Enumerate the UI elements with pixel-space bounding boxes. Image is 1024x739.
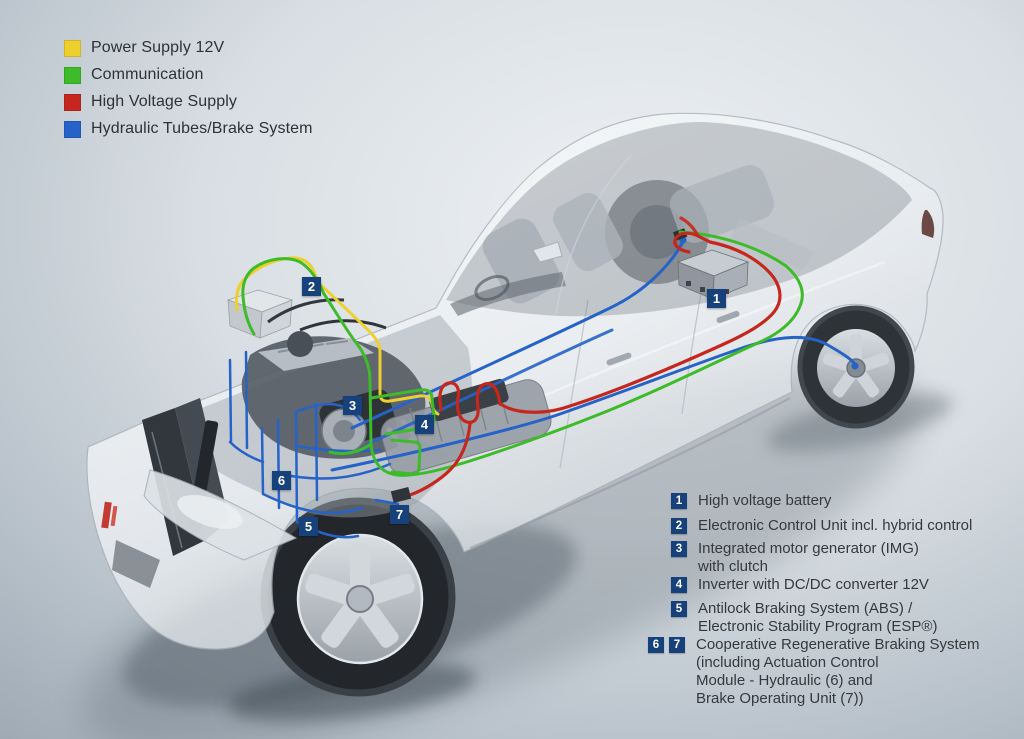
legend-item: Power Supply 12V bbox=[64, 37, 313, 59]
parcel-shelf bbox=[730, 218, 814, 270]
communication-lines bbox=[241, 230, 804, 477]
legend-item: Hydraulic Tubes/Brake System bbox=[64, 118, 313, 140]
callout-badge-3: 3 bbox=[671, 541, 687, 557]
wing-mirror bbox=[532, 241, 563, 263]
callout-line: Electronic Stability Program (ESP®) bbox=[698, 618, 938, 635]
marker-badge-7: 7 bbox=[390, 505, 409, 524]
high-voltage-swatch bbox=[64, 93, 81, 111]
callout-line: with clutch bbox=[698, 558, 769, 575]
callout-line: Integrated motor generator (IMG) bbox=[698, 540, 919, 557]
greenhouse-glass bbox=[446, 122, 912, 317]
inverter-top bbox=[429, 378, 509, 422]
hydraulic-swatch bbox=[64, 120, 81, 138]
engine-bay bbox=[142, 289, 552, 556]
callout-line: Antilock Braking System (ABS) / bbox=[698, 600, 913, 617]
communication-swatch bbox=[64, 66, 81, 84]
callout-row-5: 5 Antilock Braking System (ABS) / Electr… bbox=[671, 600, 937, 636]
callout-line: High voltage battery bbox=[698, 492, 832, 509]
callout-badge-5: 5 bbox=[671, 601, 687, 617]
marker-badge-5: 5 bbox=[299, 517, 318, 536]
legend-label: High Voltage Supply bbox=[91, 93, 238, 110]
brake-unit-connector bbox=[390, 487, 412, 503]
callout-line: Cooperative Regenerative Braking System bbox=[696, 636, 980, 653]
brake-booster bbox=[287, 331, 313, 357]
callout-row-6-7: 6 7 Cooperative Regenerative Braking Sys… bbox=[648, 636, 979, 708]
legend-label: Communication bbox=[91, 66, 204, 83]
callout-line: Inverter with DC/DC converter 12V bbox=[698, 576, 929, 593]
cabin-interior bbox=[450, 165, 814, 316]
callout-text: Electronic Control Unit incl. hybrid con… bbox=[698, 517, 972, 535]
callout-text: Antilock Braking System (ABS) / Electron… bbox=[698, 600, 937, 636]
marker-badge-2: 2 bbox=[302, 277, 321, 296]
marker-badge-6: 6 bbox=[272, 471, 291, 490]
steering-wheel bbox=[474, 275, 510, 301]
legend-item: Communication bbox=[64, 64, 313, 86]
callout-line: Module - Hydraulic (6) and bbox=[696, 672, 873, 689]
hydraulic-brake-lines bbox=[228, 236, 859, 539]
taillight bbox=[921, 210, 935, 238]
cam-cover bbox=[258, 338, 374, 371]
legend: Power Supply 12V Communication High Volt… bbox=[64, 37, 313, 140]
callout-line: Electronic Control Unit incl. hybrid con… bbox=[698, 517, 973, 534]
callout-text: Cooperative Regenerative Braking System … bbox=[696, 636, 979, 708]
callout-text: Inverter with DC/DC converter 12V bbox=[698, 576, 929, 594]
callout-badge-6: 6 bbox=[648, 637, 664, 653]
front-wheel bbox=[260, 497, 456, 697]
callout-badge-4: 4 bbox=[671, 577, 687, 593]
callout-badge-1: 1 bbox=[671, 493, 687, 509]
callout-text: High voltage battery bbox=[698, 492, 831, 510]
callout-row-2: 2 Electronic Control Unit incl. hybrid c… bbox=[671, 517, 972, 535]
grille bbox=[112, 540, 160, 588]
legend-label: Power Supply 12V bbox=[91, 39, 225, 56]
callout-line: (including Actuation Control bbox=[696, 654, 879, 671]
marker-badge-3: 3 bbox=[343, 396, 362, 415]
front-emblem bbox=[101, 501, 112, 529]
front-seat bbox=[553, 192, 623, 272]
dashboard bbox=[450, 272, 566, 316]
high-voltage-lines bbox=[398, 216, 782, 499]
callout-text: Integrated motor generator (IMG) with cl… bbox=[698, 540, 919, 576]
callout-badge-2: 2 bbox=[671, 518, 687, 534]
callout-line: Brake Operating Unit (7)) bbox=[696, 690, 864, 707]
front-end bbox=[101, 469, 298, 588]
power-supply-swatch bbox=[64, 39, 81, 57]
callout-row-4: 4 Inverter with DC/DC converter 12V bbox=[671, 576, 929, 594]
legend-item: High Voltage Supply bbox=[64, 91, 313, 113]
callout-row-3: 3 Integrated motor generator (IMG) with … bbox=[671, 540, 919, 576]
marker-badge-4: 4 bbox=[415, 415, 434, 434]
marker-badge-1: 1 bbox=[707, 289, 726, 308]
callout-badge-7: 7 bbox=[669, 637, 685, 653]
legend-label: Hydraulic Tubes/Brake System bbox=[91, 120, 313, 137]
callout-row-1: 1 High voltage battery bbox=[671, 492, 831, 510]
